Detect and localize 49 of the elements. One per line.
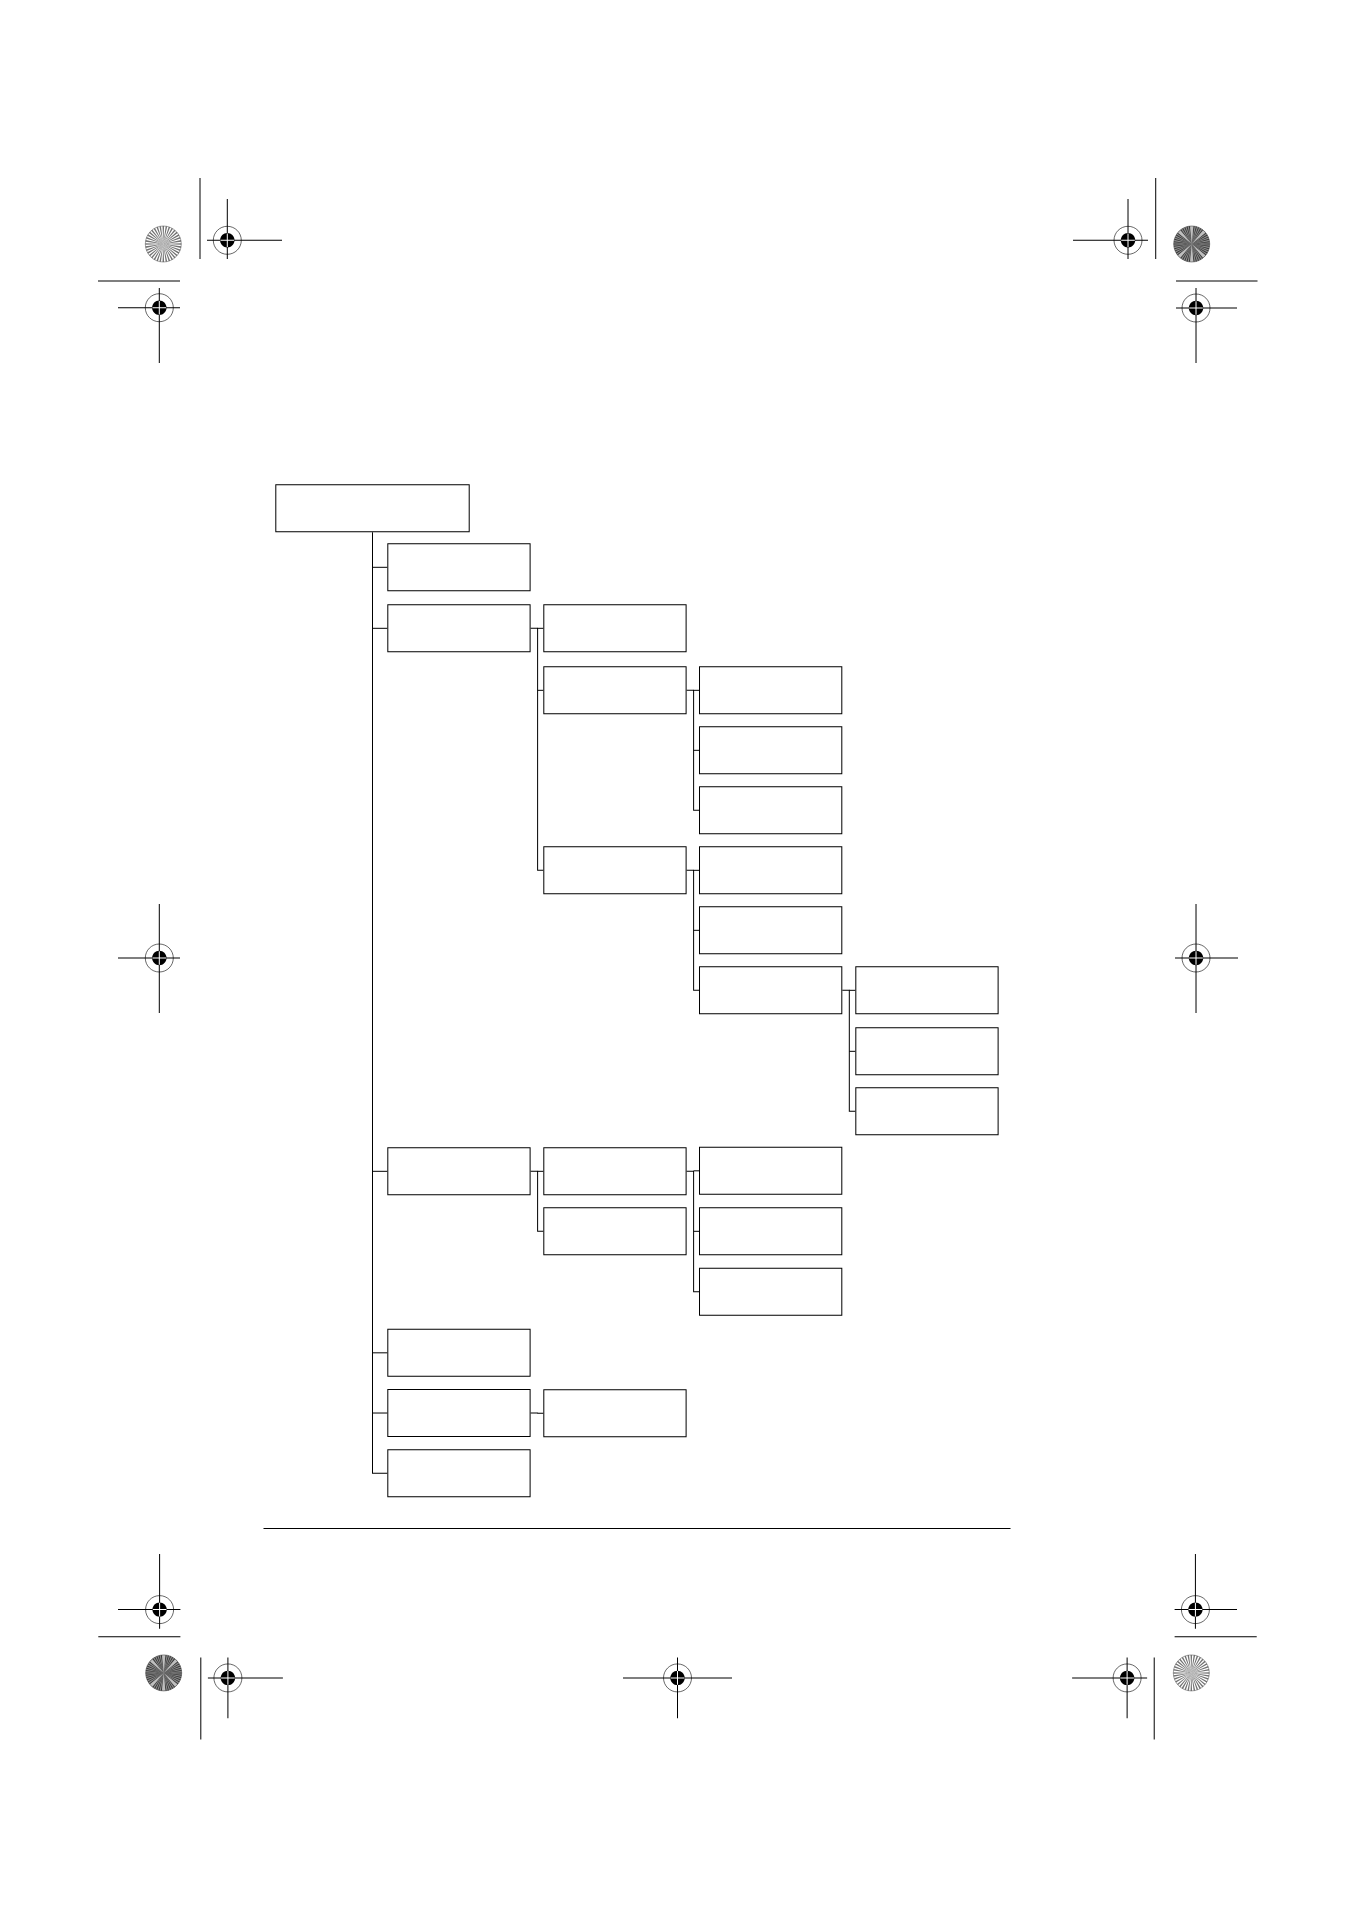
- connector-line: [693, 749, 700, 751]
- connector-line: [537, 627, 544, 629]
- tree-box: [543, 604, 687, 653]
- tree-box: [699, 906, 843, 955]
- tree-box: [855, 1027, 999, 1076]
- tree-box: [543, 1207, 687, 1256]
- tree-box: [855, 1087, 999, 1136]
- tree-box: [699, 1267, 843, 1316]
- connector-line: [686, 689, 700, 811]
- connector-line: [693, 929, 700, 931]
- tree-box: [387, 1389, 531, 1437]
- connector-line: [530, 1170, 544, 1232]
- tree-box: [699, 1207, 843, 1256]
- connector-line: [686, 869, 700, 991]
- tree-box: [543, 1389, 687, 1438]
- connector-line: [372, 531, 388, 1474]
- connector-line: [848, 989, 856, 991]
- connector-line: [686, 1170, 700, 1293]
- tree-box: [699, 966, 843, 1015]
- tree-box: [543, 846, 687, 895]
- connector-line: [693, 1170, 700, 1172]
- connector-line: [530, 1412, 544, 1414]
- tree-box: [387, 1449, 531, 1498]
- tree-box: [387, 543, 531, 592]
- connector-line: [848, 1050, 856, 1052]
- connector-line: [693, 869, 700, 871]
- connector-line: [537, 1170, 544, 1172]
- tree-box: [699, 846, 843, 895]
- connector-line: [530, 627, 544, 871]
- tree-box: [543, 1147, 687, 1196]
- tree-box: [543, 666, 687, 715]
- connector-line: [537, 689, 544, 691]
- connector-line: [372, 1412, 388, 1414]
- connector-line: [841, 989, 856, 1112]
- connector-line: [372, 627, 388, 629]
- connector-line: [372, 566, 388, 568]
- connector-line: [372, 1352, 388, 1354]
- tree-box: [387, 1147, 531, 1196]
- tree-box: [387, 1328, 531, 1377]
- connector-line: [693, 1230, 700, 1232]
- tree-box: [699, 666, 843, 715]
- tree-box: [699, 1146, 843, 1195]
- tree-box: [855, 966, 999, 1015]
- tree-box: [387, 604, 531, 653]
- connector-line: [372, 1170, 388, 1172]
- tree-box: [699, 786, 843, 835]
- connector-line: [693, 689, 700, 691]
- tree-box: [275, 484, 470, 533]
- tree-box: [699, 726, 843, 775]
